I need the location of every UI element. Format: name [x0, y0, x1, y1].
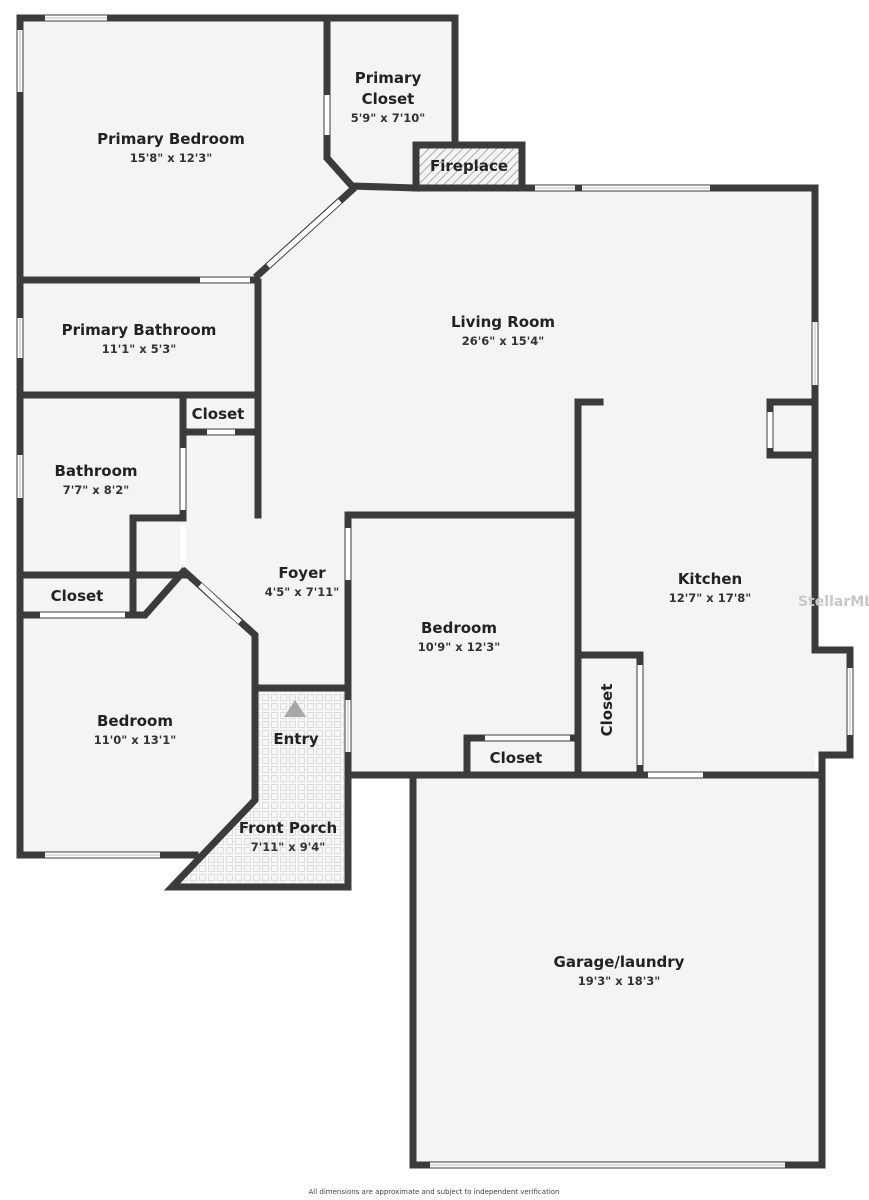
closet-bedroom-label: Closet — [490, 749, 543, 767]
windows — [17, 15, 853, 1168]
watermark: StellarMLS — [798, 594, 869, 610]
foyer-dim: 4'5" x 7'11" — [265, 585, 339, 599]
primary-closet-label-2: Closet — [362, 90, 415, 108]
front-porch-label: Front Porch — [239, 819, 337, 837]
primary-bathroom-label: Primary Bathroom — [62, 321, 217, 339]
primary-bathroom-dim: 11'1" x 5'3" — [102, 342, 176, 356]
living-room-label: Living Room — [451, 313, 555, 331]
bedroom-left-label: Bedroom — [97, 712, 173, 730]
bedroom-mid-dim: 10'9" x 12'3" — [418, 640, 500, 654]
kitchen-dim: 12'7" x 17'8" — [669, 591, 751, 605]
garage-label: Garage/laundry — [554, 953, 685, 971]
bedroom-left-dim: 11'0" x 13'1" — [94, 733, 176, 747]
closet-kitchen-label: Closet — [598, 684, 616, 737]
bedroom-mid-label: Bedroom — [421, 619, 497, 637]
bathroom-dim: 7'7" x 8'2" — [63, 483, 129, 497]
fireplace-label: Fireplace — [430, 157, 508, 175]
closet-hall-label: Closet — [192, 405, 245, 423]
bathroom-label: Bathroom — [54, 462, 137, 480]
garage-dim: 19'3" x 18'3" — [578, 974, 660, 988]
kitchen-label: Kitchen — [678, 570, 742, 588]
living-room-dim: 26'6" x 15'4" — [462, 334, 544, 348]
foyer-label: Foyer — [278, 564, 326, 582]
front-porch-dim: 7'11" x 9'4" — [251, 840, 325, 854]
primary-bedroom-dim: 15'8" x 12'3" — [130, 151, 212, 165]
fireplace-box — [412, 141, 526, 192]
footer-disclaimer: All dimensions are approximate and subje… — [309, 1188, 560, 1196]
entry-label: Entry — [273, 730, 318, 748]
closet-left-label: Closet — [51, 587, 104, 605]
primary-closet-label-1: Primary — [355, 69, 422, 87]
primary-bedroom-label: Primary Bedroom — [97, 130, 245, 148]
entry-tile — [258, 688, 348, 887]
floor-fills — [20, 18, 850, 1165]
entry-arrow-icon — [284, 700, 306, 717]
primary-closet-dim: 5'9" x 7'10" — [351, 111, 425, 125]
